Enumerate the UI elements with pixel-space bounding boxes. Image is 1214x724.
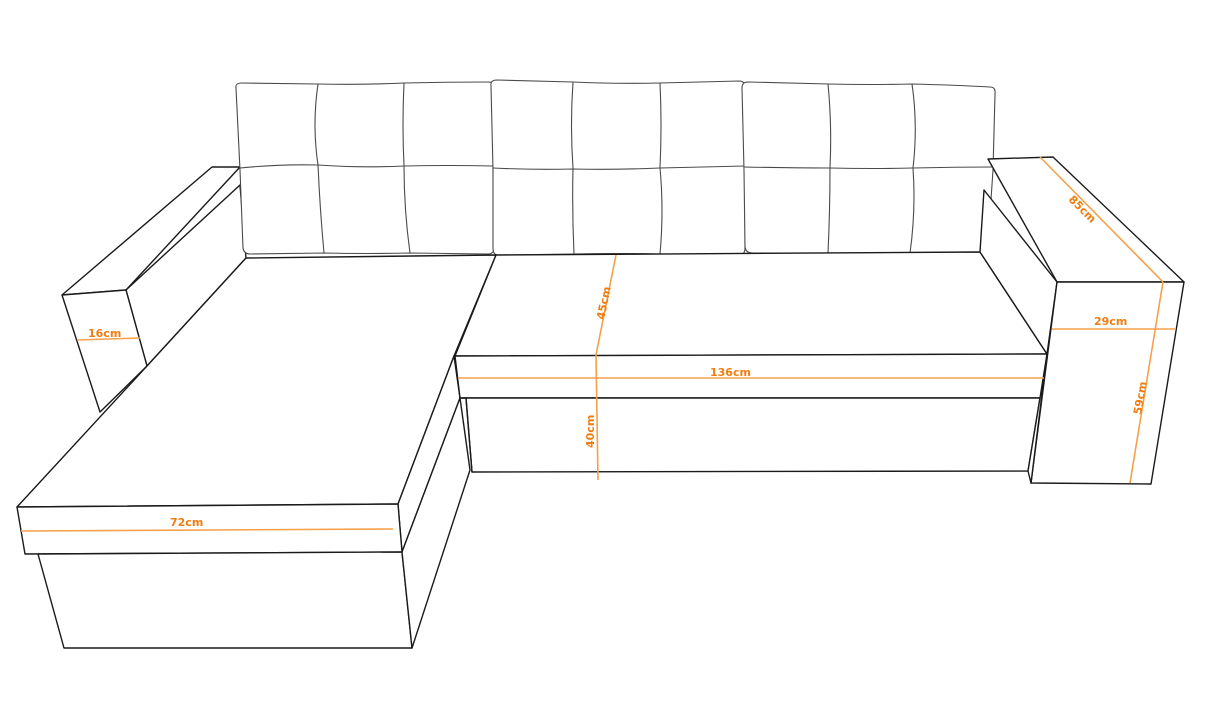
back-cushion-center <box>490 79 746 256</box>
dim-line-arm-height <box>1129 281 1164 484</box>
label-arm-height: 59cm <box>1131 380 1150 415</box>
right-armrest <box>979 156 1185 485</box>
dim-line-chaise-width <box>20 528 394 532</box>
back-cushion-right <box>741 81 996 255</box>
dimension-lines <box>20 156 1176 532</box>
dim-line-left-armrest <box>76 337 141 341</box>
label-arm-width: 29cm <box>1094 315 1127 328</box>
label-seat-width: 136cm <box>710 366 751 379</box>
left-armrest <box>61 166 247 413</box>
label-chaise-width: 72cm <box>170 516 203 529</box>
back-cushion-left <box>235 81 495 255</box>
label-seat-height: 40cm <box>584 415 597 448</box>
dimension-labels: 16cm 72cm 45cm 40cm 136cm 85cm 29cm 59cm <box>88 193 1150 529</box>
dim-line-arm-depth <box>1039 156 1164 283</box>
dim-line-back-and-seat-height <box>595 254 617 481</box>
label-left-armrest-width: 16cm <box>88 327 121 340</box>
main-seat-section <box>454 251 1048 473</box>
chaise-section <box>16 254 497 649</box>
